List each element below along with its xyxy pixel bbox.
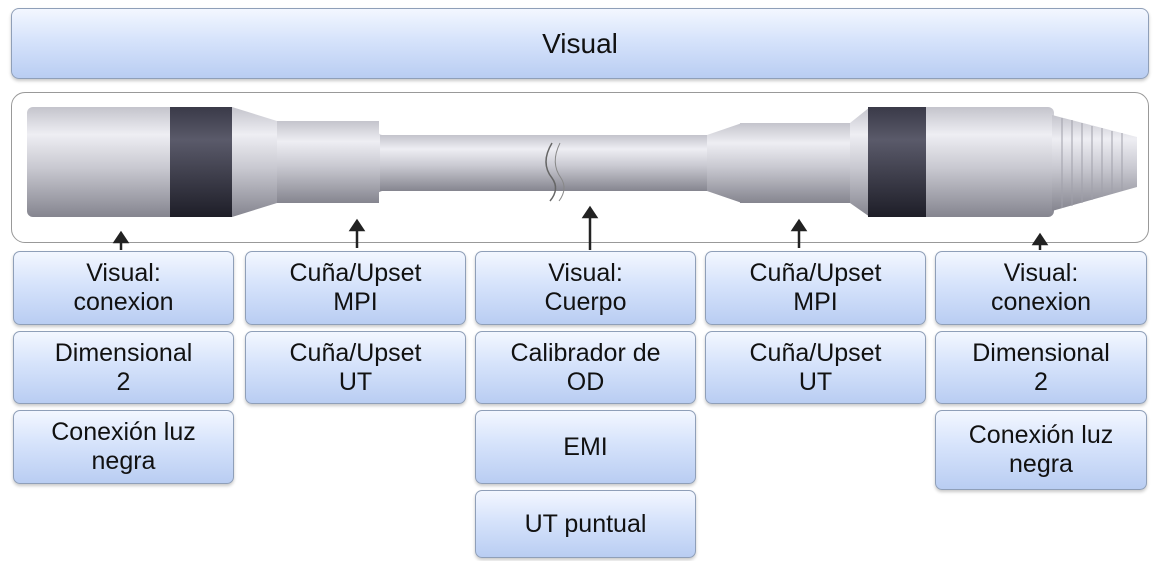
col1-dimensional-box: Dimensional 2 bbox=[13, 331, 234, 404]
col4-upset-ut-box: Cuña/Upset UT bbox=[705, 331, 926, 404]
header-visual-box: Visual bbox=[11, 8, 1149, 79]
col3-calibrador-box: Calibrador de OD bbox=[475, 331, 696, 404]
col3-emi-box: EMI bbox=[475, 410, 696, 484]
col4-upset-mpi-box: Cuña/Upset MPI bbox=[705, 251, 926, 325]
col1-visual-conexion-box: Visual: conexion bbox=[13, 251, 234, 325]
col3-visual-cuerpo-box: Visual: Cuerpo bbox=[475, 251, 696, 325]
col5-dimensional-box: Dimensional 2 bbox=[935, 331, 1147, 404]
drill-pipe-illustration bbox=[11, 92, 1149, 243]
col1-luz-negra-box: Conexión luz negra bbox=[13, 410, 234, 484]
col3-ut-puntual-box: UT puntual bbox=[475, 490, 696, 558]
col2-upset-ut-box: Cuña/Upset UT bbox=[245, 331, 466, 404]
col5-luz-negra-box: Conexión luz negra bbox=[935, 410, 1147, 490]
col2-upset-mpi-box: Cuña/Upset MPI bbox=[245, 251, 466, 325]
col5-visual-conexion-box: Visual: conexion bbox=[935, 251, 1147, 325]
drill-pipe-image bbox=[27, 107, 1137, 217]
